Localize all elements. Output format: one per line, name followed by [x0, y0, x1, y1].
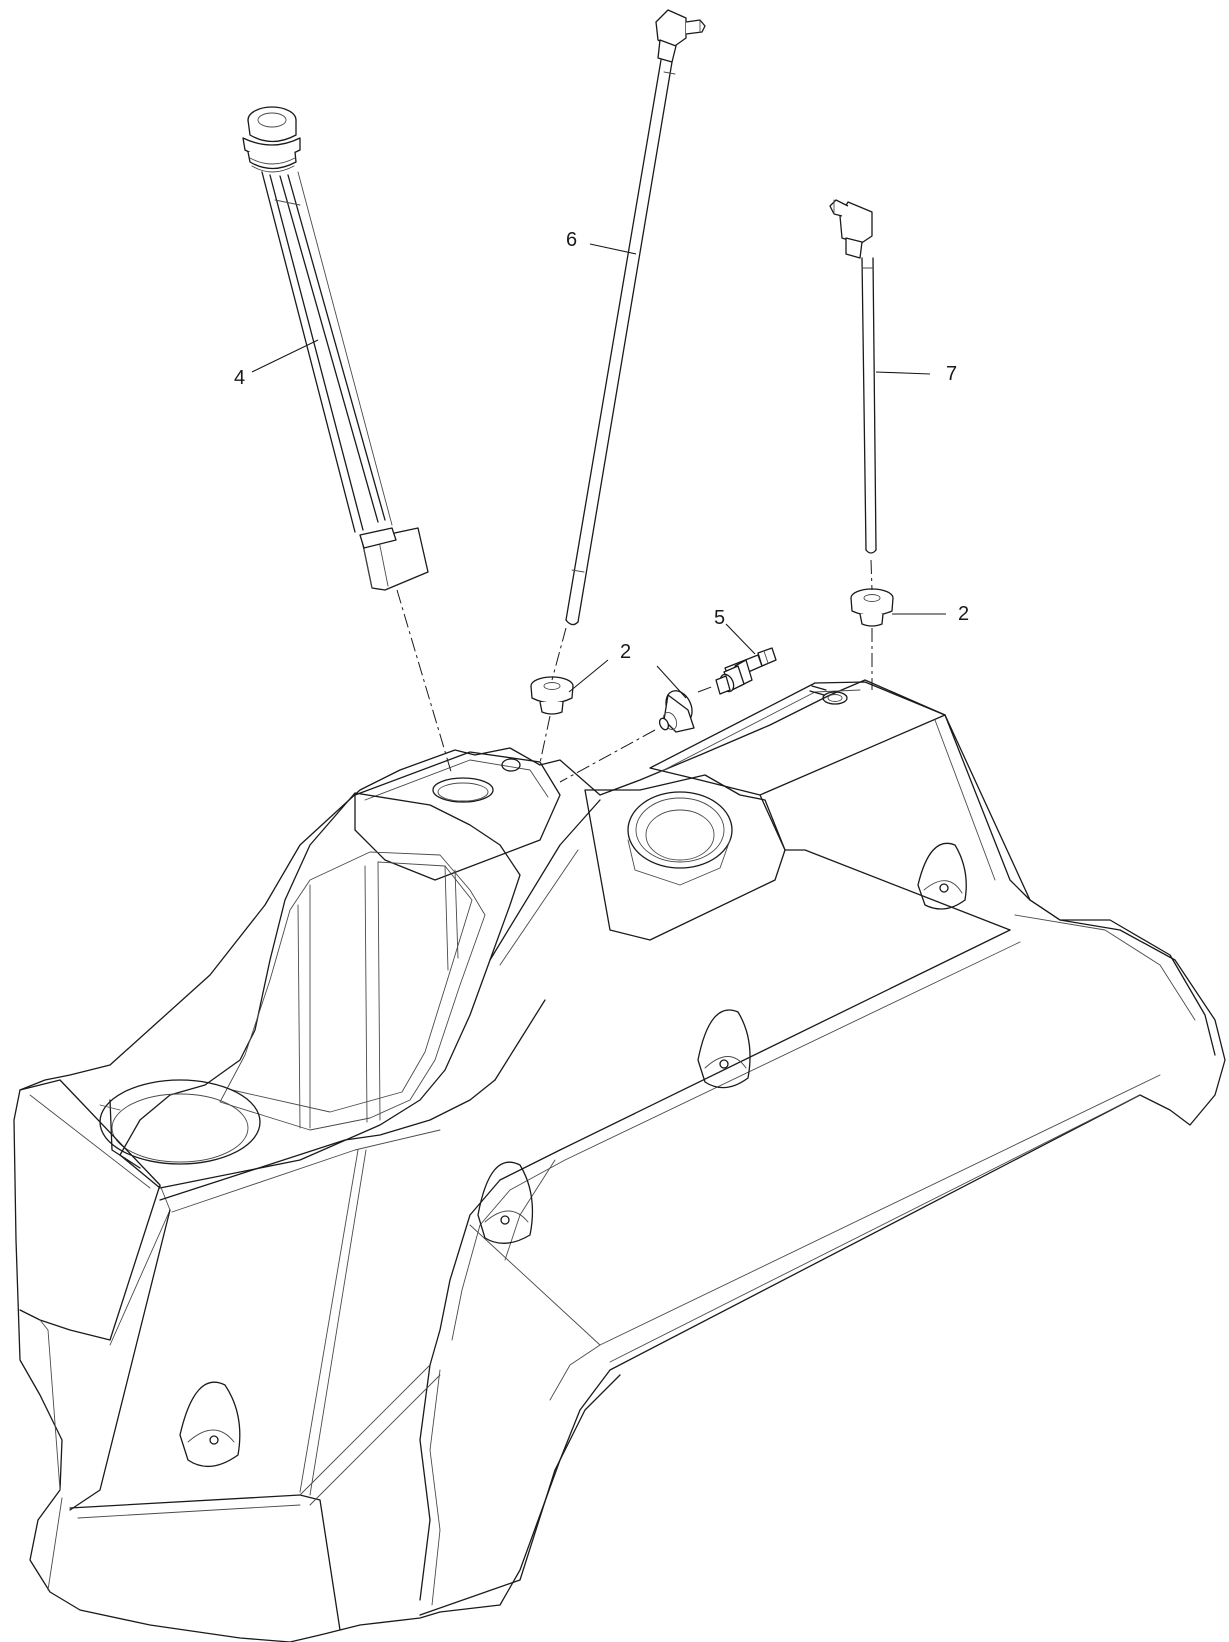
- vent-fitting: [715, 647, 777, 695]
- fuel-tank: [13, 679, 1226, 1642]
- callout-vent-tube-left: 6: [566, 229, 577, 251]
- callout-grommet-center: 2: [620, 641, 631, 663]
- mounting-loop: [179, 1381, 241, 1467]
- callout-fuel-sender: 4: [234, 367, 245, 389]
- callout-fitting: 5: [714, 607, 725, 629]
- vent-tube-left: [565, 9, 706, 626]
- mounting-loop: [697, 1009, 751, 1089]
- assembly-centerlines: [396, 559, 873, 783]
- callout-vent-tube-right: 7: [946, 363, 957, 385]
- callouts: 4 6 7 2 2 5: [234, 229, 969, 663]
- leader-lines: [251, 243, 946, 699]
- callout-grommet-right: 2: [958, 603, 969, 625]
- fuel-sender-assembly: [242, 106, 429, 591]
- side-grommet: [658, 690, 695, 733]
- mounting-loop: [477, 1161, 534, 1244]
- vent-tube-right: [829, 199, 877, 554]
- grommet-center: [530, 676, 574, 715]
- mounting-loop: [917, 842, 967, 910]
- grommet-right: [850, 588, 894, 627]
